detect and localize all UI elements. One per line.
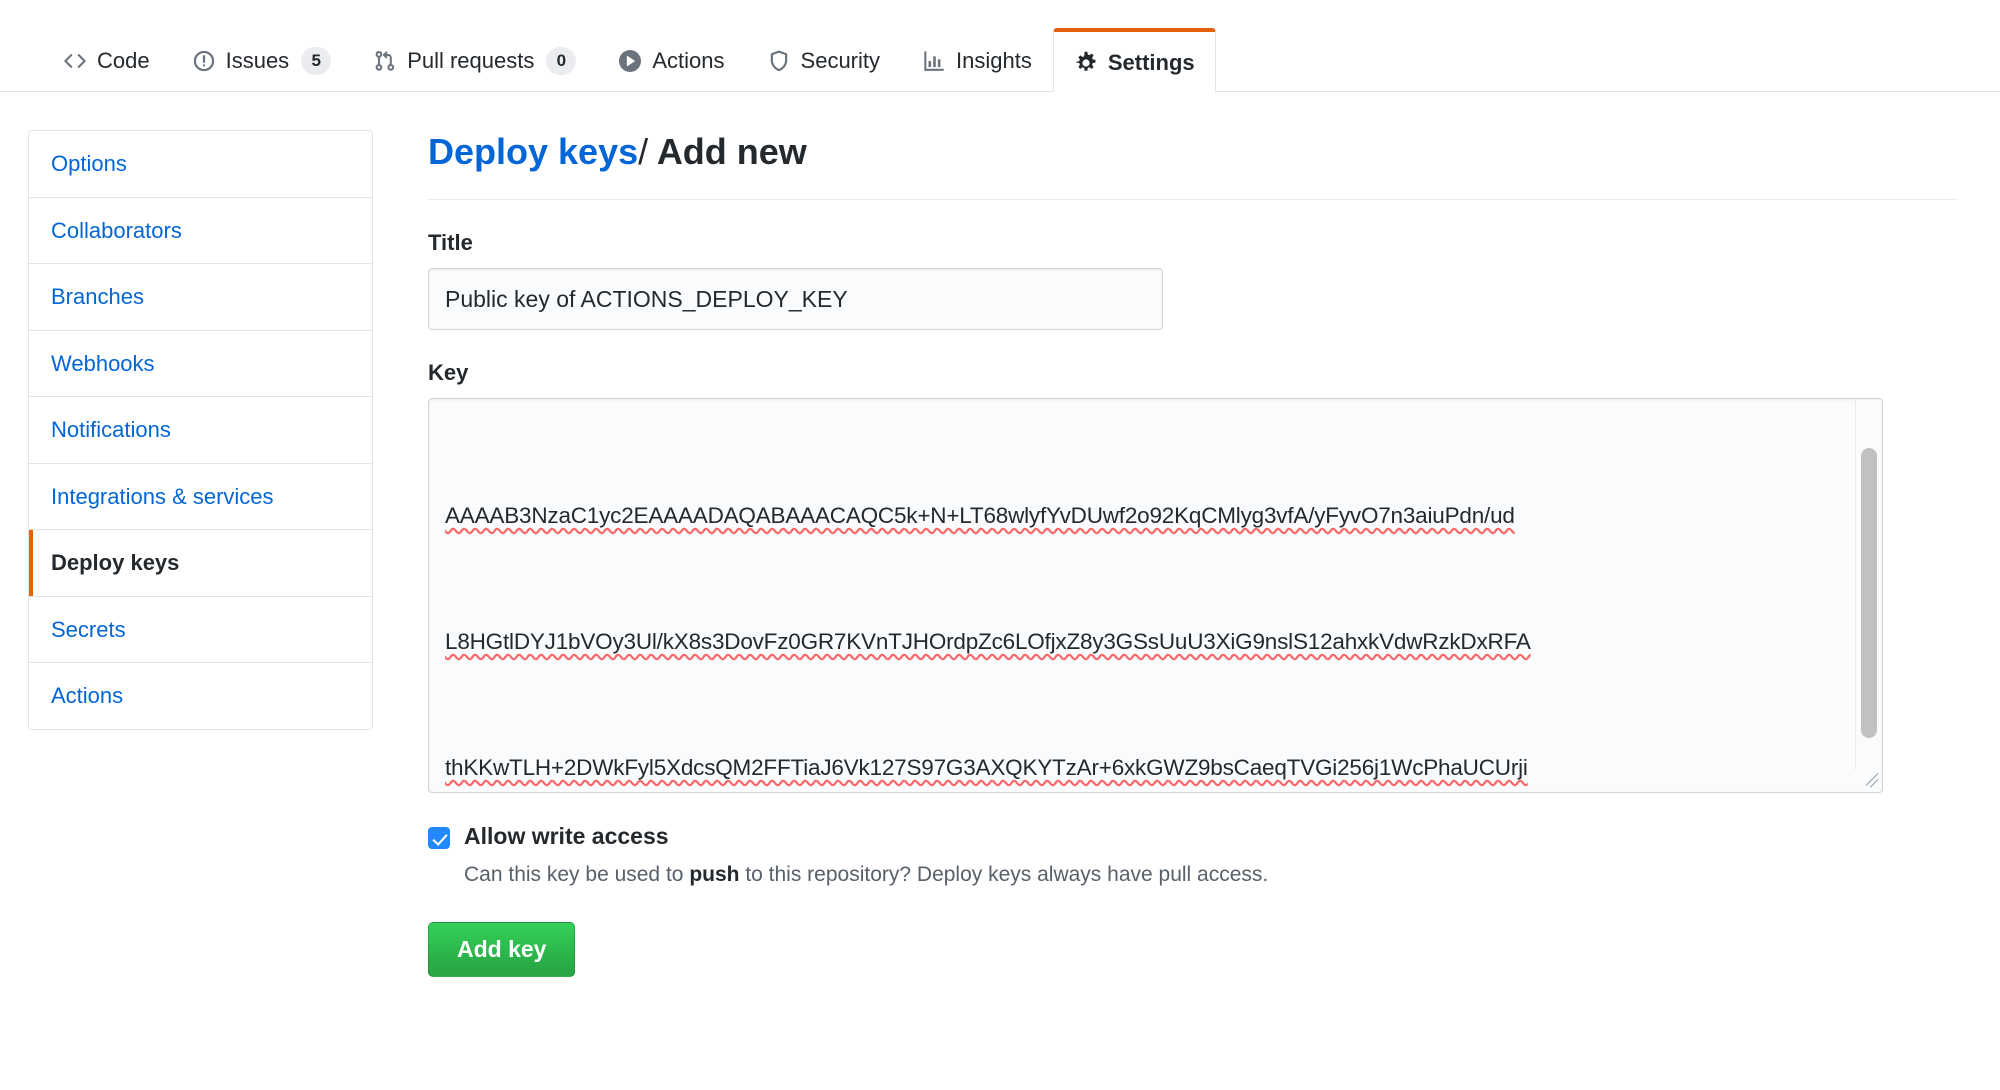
allow-write-access-texts: Allow write access Can this key be used … <box>464 821 1268 889</box>
note-before: Can this key be used to <box>464 863 690 887</box>
breadcrumb: Deploy keys/ Add new <box>428 130 1958 201</box>
key-line: AAAAB3NzaC1yc2EAAAADAQABAAACAQC5k+N+LT68… <box>445 503 1515 529</box>
note-strong: push <box>689 863 740 887</box>
key-textarea[interactable]: AAAAB3NzaC1yc2EAAAADAQABAAACAQC5k+N+LT68… <box>429 399 1882 792</box>
allow-write-access-note: Can this key be used to push to this rep… <box>464 860 1268 889</box>
resize-handle-icon[interactable] <box>1856 766 1880 790</box>
tab-settings[interactable]: Settings <box>1052 28 1216 92</box>
sidebar-item-collaborators[interactable]: Collaborators <box>29 197 372 264</box>
breadcrumb-current: Add new <box>656 131 807 172</box>
sidebar-item-options[interactable]: Options <box>29 131 372 198</box>
key-textarea-wrapper[interactable]: AAAAB3NzaC1yc2EAAAADAQABAAACAQC5k+N+LT68… <box>428 398 1883 794</box>
sidebar-item-webhooks[interactable]: Webhooks <box>29 330 372 397</box>
code-icon <box>63 49 87 73</box>
issues-count-badge: 5 <box>301 46 332 75</box>
sidebar-item-notifications[interactable]: Notifications <box>29 397 372 464</box>
sidebar-item-integrations-services[interactable]: Integrations & services <box>29 463 372 530</box>
tab-actions-label: Actions <box>652 47 725 73</box>
git-pull-request-icon <box>373 49 397 73</box>
shield-icon <box>767 49 791 73</box>
page-body: Options Collaborators Branches Webhooks … <box>0 92 2000 977</box>
sidebar-item-deploy-keys[interactable]: Deploy keys <box>29 530 372 597</box>
tab-pull-requests[interactable]: Pull requests 0 <box>352 28 597 92</box>
allow-write-access-label[interactable]: Allow write access <box>464 823 669 850</box>
title-input[interactable] <box>428 268 1163 331</box>
graph-icon <box>922 49 946 73</box>
tab-insights[interactable]: Insights <box>901 28 1053 92</box>
pull-requests-count-badge: 0 <box>546 46 577 75</box>
tab-security[interactable]: Security <box>746 28 901 92</box>
breadcrumb-deploy-keys-link[interactable]: Deploy keys <box>428 131 639 172</box>
tab-insights-label: Insights <box>956 47 1032 73</box>
key-textarea-scrollbar[interactable] <box>1855 400 1881 771</box>
sidebar-item-actions[interactable]: Actions <box>29 663 372 729</box>
add-key-button[interactable]: Add key <box>428 921 576 977</box>
key-line: L8HGtlDYJ1bVOy3Ul/kX8s3DovFz0GR7KVnTJHOr… <box>445 629 1531 655</box>
title-field-label: Title <box>428 230 473 256</box>
play-icon <box>618 49 642 73</box>
key-field-label: Key <box>428 360 469 386</box>
tab-security-label: Security <box>800 47 881 73</box>
gear-icon <box>1074 51 1098 75</box>
tab-issues-label: Issues <box>225 47 290 73</box>
allow-write-access-checkbox[interactable] <box>428 827 450 850</box>
tab-pull-requests-label: Pull requests <box>407 47 535 73</box>
main-content: Deploy keys/ Add new Title Key AAAAB3Nza… <box>373 130 1958 977</box>
sidebar-item-secrets[interactable]: Secrets <box>29 596 372 663</box>
tab-actions[interactable]: Actions <box>597 28 745 92</box>
key-line: thKKwTLH+2DWkFyl5XdcsQM2FFTiaJ6Vk127S97G… <box>445 755 1528 781</box>
tab-issues[interactable]: Issues 5 <box>171 28 353 92</box>
allow-write-access-row: Allow write access Can this key be used … <box>428 821 1958 889</box>
tab-code-label: Code <box>97 47 150 73</box>
note-after: to this repository? Deploy keys always h… <box>739 863 1269 887</box>
tab-settings-label: Settings <box>1107 50 1195 75</box>
issue-opened-icon <box>192 49 216 73</box>
repo-nav: Code Issues 5 Pull requests 0 Actions Se… <box>0 0 2000 92</box>
sidebar-item-branches[interactable]: Branches <box>29 264 372 331</box>
settings-sidebar: Options Collaborators Branches Webhooks … <box>28 130 373 730</box>
key-textarea-scrollbar-thumb[interactable] <box>1861 448 1877 739</box>
tab-code[interactable]: Code <box>42 28 171 92</box>
breadcrumb-separator: / <box>638 131 649 172</box>
